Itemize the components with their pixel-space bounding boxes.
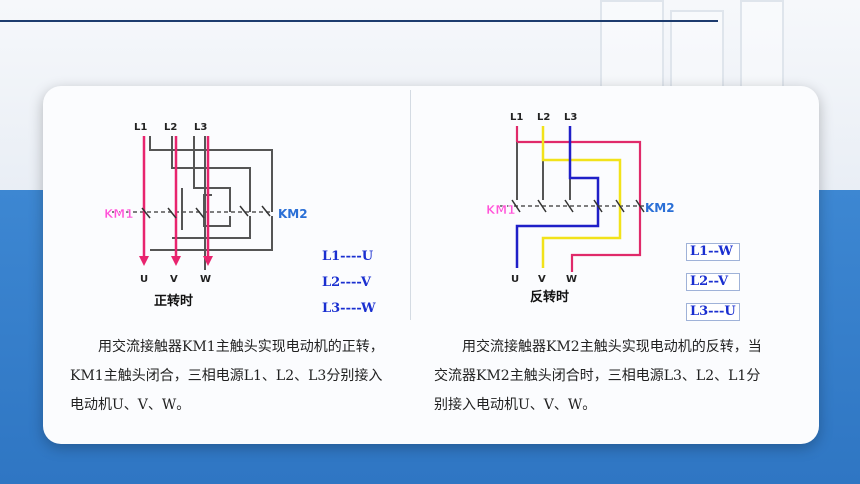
right-wire-magenta [517, 140, 642, 272]
right-terminal-label: U [511, 274, 519, 285]
right-wire-yellow [541, 126, 622, 268]
left-contact [195, 207, 205, 219]
left-contact [141, 207, 151, 219]
right-contact [593, 199, 603, 213]
right-terminal-label: W [566, 274, 577, 285]
left-km2-label: KM2 [278, 207, 308, 221]
right-mapping-item: L2--V [686, 273, 740, 291]
left-arrowhead-v [171, 256, 181, 266]
left-line-label: L3 [194, 122, 207, 133]
left-mapping-item: L3----W [322, 301, 376, 316]
right-wire-blue [515, 126, 600, 268]
right-magenta-path [515, 126, 642, 272]
right-blue-path [515, 126, 600, 268]
right-yellow-path [541, 126, 622, 268]
left-mapping: L1----U L2----V L3----W [322, 244, 376, 322]
right-line-label: L3 [564, 112, 577, 123]
left-gray-wiring [149, 136, 273, 270]
header-rule [0, 20, 718, 22]
right-contact [635, 199, 645, 213]
right-mapping-item: L1--W [686, 243, 740, 261]
left-arrowhead-u [139, 256, 149, 266]
left-arrowhead-w [203, 256, 213, 266]
left-mapping-item: L2----V [322, 275, 371, 290]
card-divider [410, 90, 411, 320]
right-contacts [511, 199, 645, 213]
right-km2-label: KM2 [645, 201, 675, 215]
left-pink-arrows [139, 136, 213, 266]
left-line-label: L2 [164, 122, 177, 133]
right-caption: 反转时 [530, 289, 569, 305]
right-line-label: L2 [537, 112, 550, 123]
left-mapping-item: L1----U [322, 249, 374, 264]
right-mapping: L1--W L2--V L3---U [686, 243, 740, 327]
right-description: 用交流接触器KM2主触头实现电动机的反转，当交流器KM2主触头闭合时，三相电源L… [434, 339, 762, 413]
left-line-label: L1 [134, 122, 147, 133]
right-km1-label: KM1 [486, 203, 516, 217]
left-km1-label: KM1 [104, 207, 134, 221]
left-contact [239, 205, 249, 217]
right-diagram: L1 L2 L3 U V W KM1 KM2 反转时 [486, 112, 675, 305]
left-terminal-label: W [200, 274, 211, 285]
right-contact [511, 199, 521, 213]
left-wire-km2-l2 [171, 136, 251, 212]
left-diagram: L1 L2 L3 U V W KM1 KM2 正转时 [104, 122, 308, 309]
left-contacts [141, 205, 271, 219]
left-wire-km2-out-v [172, 216, 251, 239]
left-wire-km2-l3 [193, 136, 231, 212]
left-terminal-label: U [140, 274, 148, 285]
left-contact [261, 205, 271, 217]
left-description: 用交流接触器KM1主触头实现电动机的正转，KM1主触头闭合，三相电源L1、L2、… [70, 339, 384, 413]
left-wire-km2-out-u [150, 216, 273, 251]
right-mapping-item: L3---U [686, 303, 740, 321]
right-contact [615, 199, 625, 213]
left-terminal-label: V [170, 274, 178, 285]
right-contact [537, 199, 547, 213]
right-terminal-label: V [538, 274, 546, 285]
right-contact [564, 199, 574, 213]
left-wire-km2-l1 [149, 136, 273, 212]
left-caption: 正转时 [154, 293, 193, 309]
right-line-label: L1 [510, 112, 523, 123]
left-contact [167, 207, 177, 219]
